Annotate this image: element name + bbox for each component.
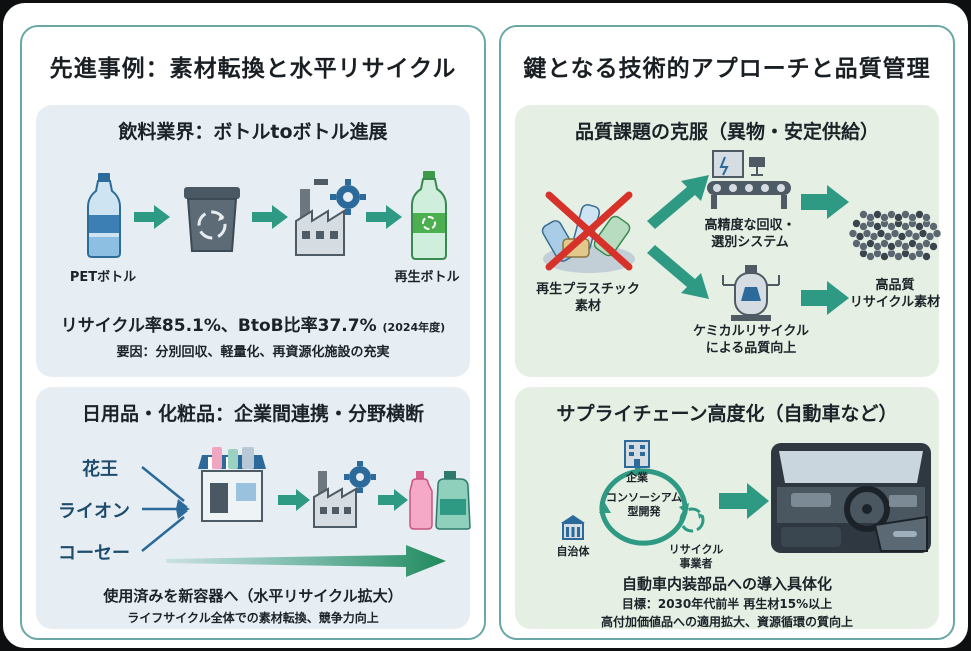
consortium-cycle: [599, 465, 689, 546]
daily-caption-sub: ライフサイクル全体での素材転換、競争力向上: [127, 611, 379, 625]
downward-branch-arrow: [647, 245, 709, 299]
sorting-machine-icon: [707, 150, 791, 209]
recycler-icon: [679, 507, 705, 533]
quality-card: 品質課題の克服（異物・安定供給） 再生プラスチック 素材: [515, 105, 942, 377]
beverage-stat-year: (2024年度): [382, 321, 446, 334]
consortium-label-2: 型開発: [627, 505, 661, 518]
beverage-title: 飲料業界：ボトルtoボトル進展: [118, 121, 388, 143]
factory-gear-icon: [295, 179, 366, 256]
right-panel: 鍵となる技術的アプローチと品質管理 品質課題の克服（異物・安定供給） 再生プラス…: [499, 25, 955, 640]
chemical-reactor-icon: [722, 265, 780, 321]
left-panel-title: 先進事例：素材転換と水平リサイクル: [49, 56, 457, 82]
recycle-bin-icon: [184, 187, 240, 252]
pellet: [929, 222, 938, 231]
consortium-label-1: コンソーシアム: [605, 491, 682, 504]
recycled-pellets-icon: [848, 210, 942, 261]
supply-chain-card: サプライチェーン高度化（自動車など） 企業 自治: [515, 387, 939, 629]
left-panel: 先進事例：素材転換と水平リサイクル 飲料業界：ボトルtoボトル進展 PETボトル: [20, 25, 486, 640]
car-interior-icon: [771, 443, 931, 553]
new-containers-icon: [409, 471, 471, 530]
supply-caption-sub: 高付加価値品への適用拡大、資源循環の質向上: [600, 615, 853, 629]
flow-arrow-1: [134, 205, 170, 229]
beverage-stat-main: リサイクル率85.1%、BtoB比率37.7%: [60, 316, 377, 336]
high-quality-label-1: 高品質: [875, 278, 915, 293]
supply-to-car-arrow: [719, 483, 769, 519]
pellet: [929, 242, 938, 251]
quality-title: 品質課題の克服（異物・安定供給）: [574, 121, 879, 143]
right-panel-title: 鍵となる技術的アプローチと品質管理: [523, 56, 931, 82]
upward-branch-arrow: [647, 175, 709, 229]
company-kao: 花王: [82, 459, 118, 480]
high-quality-label-2: リサイクル素材: [849, 295, 941, 310]
node-recycler-label-2: 事業者: [679, 557, 713, 570]
pellet: [932, 229, 942, 238]
supply-target: 目標：2030年代前半 再生材15%以上: [621, 597, 833, 611]
node-government-label: 自治体: [556, 545, 590, 558]
company-building-icon: [624, 440, 650, 468]
government-building-icon: [561, 515, 585, 540]
daily-goods-card: 日用品・化粧品：企業間連携・分野横断 花王 ライオン コーセー: [36, 387, 471, 629]
recycled-bottle-label: 再生ボトル: [394, 270, 460, 285]
chemical-label-2: による品質向上: [705, 341, 797, 356]
flow-arrow-2: [252, 205, 288, 229]
infographic-frame: 先進事例：素材転換と水平リサイクル 飲料業界：ボトルtoボトル進展 PETボトル: [3, 3, 968, 648]
beverage-stat: リサイクル率85.1%、BtoB比率37.7% (2024年度): [36, 311, 470, 336]
daily-goods-title: 日用品・化粧品：企業間連携・分野横断: [81, 403, 424, 425]
beverage-factors: 要因：分別回収、軽量化、再資源化施設の充実: [116, 345, 390, 360]
daily-flow-arrow-2: [378, 489, 408, 511]
daily-caption-main: 使用済みを新容器へ（水平リサイクル拡大）: [103, 587, 403, 605]
long-progress-arrow: [166, 545, 446, 577]
supply-caption-main: 自動車内装部品への導入具体化: [621, 575, 832, 593]
quality-output-arrow-1: [801, 185, 849, 219]
pellet: [922, 213, 931, 222]
chemical-label-1: ケミカルリサイクル: [693, 324, 809, 339]
recycled-bottle-icon: [411, 171, 447, 260]
company-lion: ライオン: [58, 501, 130, 522]
sorting-label-2: 選別システム: [711, 235, 789, 250]
beverage-card: 飲料業界：ボトルtoボトル進展 PETボトル: [36, 105, 470, 377]
pellet: [922, 252, 931, 261]
node-recycler-label-1: リサイクル: [668, 543, 724, 556]
sorting-label-1: 高精度な回収・: [704, 218, 796, 233]
flow-arrow-3: [366, 205, 402, 229]
pet-bottle-label: PETボトル: [69, 270, 137, 285]
daily-flow-arrow-1: [278, 489, 310, 511]
quality-output-arrow-2: [801, 281, 849, 315]
node-company-label: 企業: [626, 471, 648, 484]
pet-bottle-icon: [87, 173, 121, 258]
recycled-plastic-label-1: 再生プラスチック: [536, 282, 640, 297]
store-icon: [198, 447, 266, 522]
company-kose: コーセー: [58, 543, 130, 564]
recycled-plastic-label-2: 素材: [574, 299, 601, 314]
daily-factory-gear-icon: [313, 461, 376, 528]
converging-arrows: [141, 466, 190, 552]
mixed-plastics-x-icon: [541, 191, 635, 273]
supply-chain-title: サプライチェーン高度化（自動車など）: [556, 403, 898, 425]
